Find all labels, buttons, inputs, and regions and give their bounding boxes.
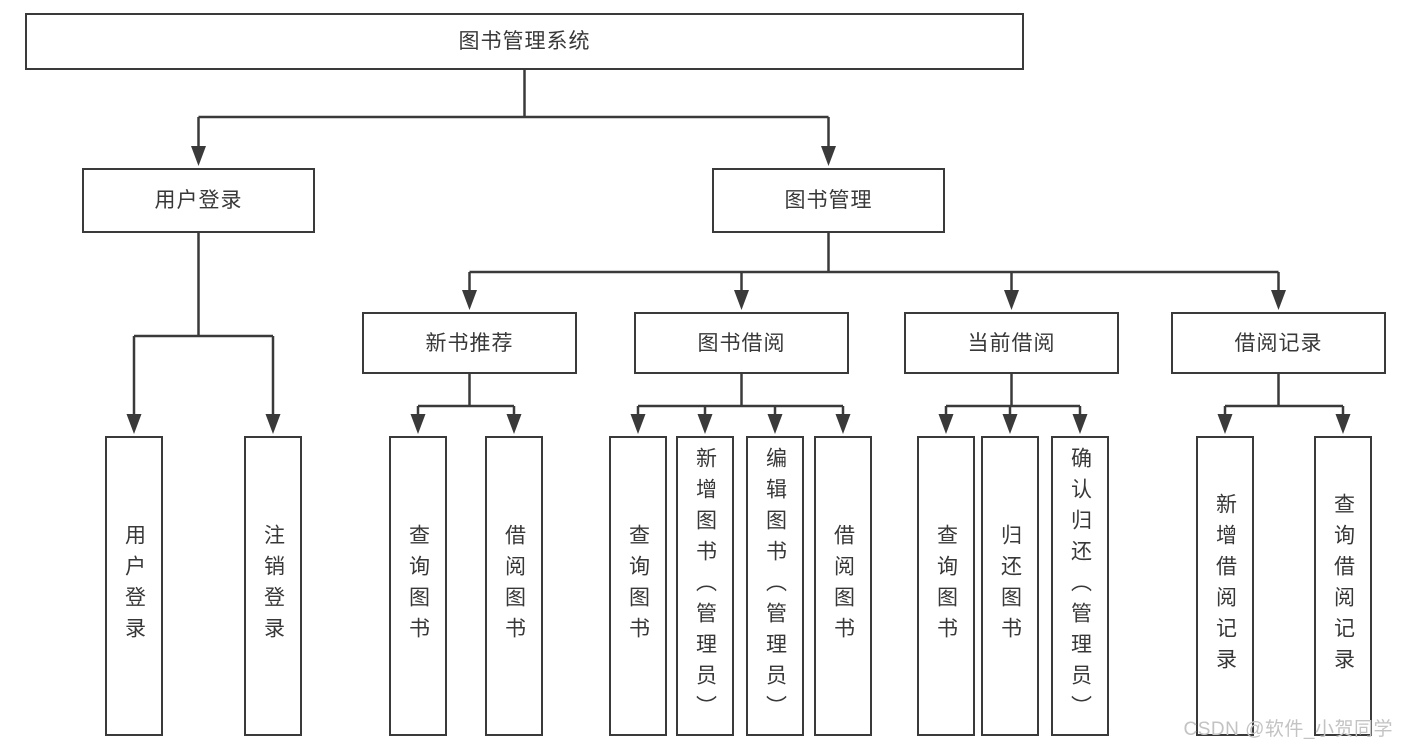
node-book-management: 图书管理 [712, 168, 945, 233]
leaf-query-borrow-record: 查询借阅记录 [1314, 436, 1372, 736]
leaf-user-login: 用户登录 [105, 436, 163, 736]
node-user-login: 用户登录 [82, 168, 315, 233]
watermark-text: CSDN @软件_小贺同学 [1183, 719, 1393, 740]
connector-book-management-children [462, 233, 1286, 310]
node-current-borrowing: 当前借阅 [904, 312, 1119, 374]
leaf-borrow-books-recommend: 借阅图书 [485, 436, 543, 736]
leaf-add-borrow-record: 新增借阅记录 [1196, 436, 1254, 736]
connector-user-login-children [126, 233, 281, 434]
connector-new-book-recommend-children [410, 374, 522, 434]
connector-root-to-level2 [191, 70, 836, 166]
leaf-return-books: 归还图书 [981, 436, 1039, 736]
leaf-query-books-current: 查询图书 [917, 436, 975, 736]
node-new-book-recommend: 新书推荐 [362, 312, 577, 374]
node-library-system: 图书管理系统 [25, 13, 1024, 70]
node-book-borrowing: 图书借阅 [634, 312, 849, 374]
leaf-confirm-return-admin: 确认归还（管理员） [1051, 436, 1109, 736]
connector-borrowing-records-children [1217, 374, 1351, 434]
leaf-edit-book-admin: 编辑图书（管理员） [746, 436, 804, 736]
leaf-query-books-borrowing: 查询图书 [609, 436, 667, 736]
leaf-query-books-recommend: 查询图书 [389, 436, 447, 736]
leaf-add-book-admin: 新增图书（管理员） [676, 436, 734, 736]
connector-current-borrowing-children [938, 374, 1088, 434]
connector-book-borrowing-children [630, 374, 851, 434]
leaf-logout: 注销登录 [244, 436, 302, 736]
leaf-borrow-books-borrowing: 借阅图书 [814, 436, 872, 736]
node-borrowing-records: 借阅记录 [1171, 312, 1386, 374]
